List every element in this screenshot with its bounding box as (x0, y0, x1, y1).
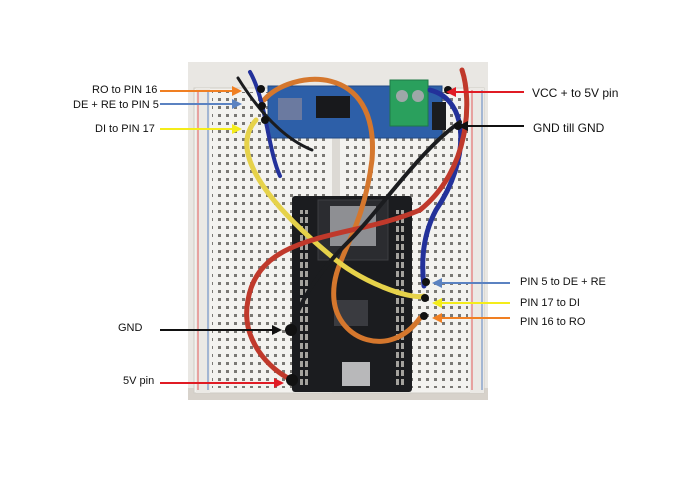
label-pin17-to-di: PIN 17 to DI (520, 297, 580, 309)
label-gnd-till-gnd: GND till GND (533, 121, 605, 135)
wires (236, 67, 470, 383)
label-vcc-to-5v: VCC + to 5V pin (532, 86, 619, 100)
connection-points (257, 85, 462, 386)
annotation-arrows (160, 86, 524, 388)
label-de-re-to-pin5: DE + RE to PIN 5 (73, 99, 159, 111)
rs485-module (267, 79, 446, 139)
label-di-to-pin17: DI to PIN 17 (95, 123, 155, 135)
esp32-board (292, 196, 412, 392)
label-gnd: GND (118, 322, 143, 334)
label-ro-to-pin16: RO to PIN 16 (92, 84, 158, 96)
label-pin5-to-de-re: PIN 5 to DE + RE (520, 276, 606, 288)
label-5v-pin: 5V pin (123, 375, 155, 387)
label-pin16-to-ro: PIN 16 to RO (520, 316, 586, 328)
